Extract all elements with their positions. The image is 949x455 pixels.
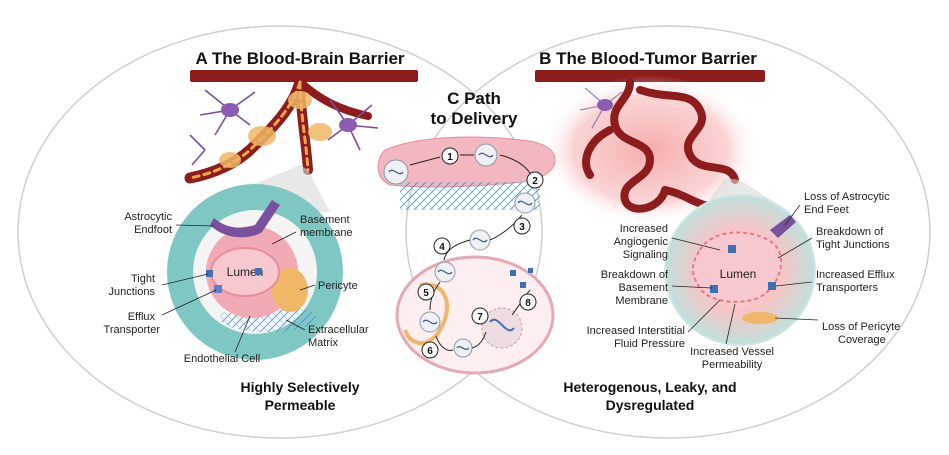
label-breakdown-tj-2: Tight Junctions (816, 239, 890, 251)
label-efflux-2: Transporter (104, 324, 161, 336)
label-ifp-1: Increased Interstitial (587, 325, 685, 337)
path-endothelium (377, 136, 556, 188)
leaders-b (671, 204, 819, 345)
label-bm-1: Breakdown of (601, 269, 669, 281)
vessel-bar-a (190, 70, 418, 82)
path-steps (417, 147, 544, 359)
label-efflux-1: Efflux (128, 311, 156, 323)
bbb-astrocytic-endfoot (210, 200, 280, 238)
label-tight-junctions-1: Tight (131, 273, 155, 285)
btb-lumen-label: Lumen (720, 267, 757, 281)
btb-efflux-2 (768, 282, 776, 290)
astrocytes-a (189, 89, 379, 166)
panel-b-title: B The Blood-Tumor Barrier (539, 49, 757, 68)
label-angio-2: Angiogenic (614, 236, 669, 248)
path-fragments (510, 268, 533, 288)
astrocyte-b (579, 87, 623, 129)
label-loss-astro-1: Loss of Astrocytic (804, 191, 890, 203)
astrocyte-cells-a (221, 103, 357, 132)
bbb-lumen-label: Lumen (227, 265, 264, 279)
bbb-tight-junction (206, 270, 213, 277)
step-7: 7 (477, 312, 483, 323)
label-pericyte-b-2: Coverage (838, 334, 886, 346)
label-perm-1: Increased Vessel (690, 346, 774, 358)
btb-efflux-1 (728, 245, 736, 253)
label-ecm-1: Extracellular (308, 324, 369, 336)
panel-a-summary-2: Permeable (265, 397, 336, 413)
label-pericyte: Pericyte (318, 280, 358, 292)
btb-astrocyte-fragment (770, 215, 796, 238)
tortuous-vessels-b (582, 78, 739, 213)
btb-lumen-area (692, 231, 782, 303)
bbb-efflux-transporter (214, 285, 222, 293)
path-dna (489, 318, 515, 332)
label-pericyte-b-1: Loss of Pericyte (822, 321, 900, 333)
label-angio-3: Signaling (623, 249, 668, 261)
step-8: 8 (525, 298, 531, 309)
btb-efflux-3 (710, 285, 718, 293)
step-6: 6 (427, 346, 433, 357)
panel-a-title: A The Blood-Brain Barrier (195, 49, 404, 68)
label-angio-1: Increased (620, 223, 668, 235)
path-particle-dna (388, 152, 533, 351)
label-bm-2: Basement (618, 282, 668, 294)
label-astrocytic-endfoot-1: Astrocytic (124, 211, 172, 223)
label-efflux-b-1: Increased Efflux (816, 269, 895, 281)
step-4: 4 (439, 242, 445, 253)
bbb-pericyte (272, 268, 308, 312)
label-breakdown-tj-1: Breakdown of (816, 226, 884, 238)
label-astrocytic-endfoot-2: Endfoot (134, 224, 172, 236)
label-basement-2: membrane (300, 227, 353, 239)
label-bm-3: Membrane (615, 295, 668, 307)
bbb-tight-junction-2 (255, 268, 262, 275)
label-basement-1: Basement (300, 214, 350, 226)
label-loss-astro-2: End Feet (804, 204, 849, 216)
btb-pericyte-fragment (742, 312, 778, 324)
label-efflux-b-2: Transporters (816, 282, 878, 294)
step-5: 5 (423, 288, 429, 299)
panel-a-ellipse (17, 25, 543, 439)
label-ifp-2: Fluid Pressure (614, 338, 685, 350)
astrocyte-cell-b (597, 99, 613, 111)
panel-b-ellipse (405, 25, 931, 439)
leaders-a (161, 224, 316, 353)
step-2: 2 (532, 176, 538, 187)
panel-b-summary-1: Heterogenous, Leaky, and (563, 379, 736, 395)
panel-b-summary-2: Dysregulated (606, 397, 695, 413)
panel-c-title-1: C Path (447, 89, 501, 108)
step-1: 1 (447, 152, 453, 163)
label-ecm-2: Matrix (308, 337, 338, 349)
panel-c-title-2: to Delivery (431, 109, 518, 128)
panel-a-summary-1: Highly Selectively (240, 379, 359, 395)
label-endothelial-cell: Endothelial Cell (184, 353, 260, 365)
path-nucleus (481, 307, 523, 349)
step-3: 3 (519, 222, 525, 233)
label-perm-2: Permeability (702, 359, 763, 371)
pericytes-a (219, 91, 332, 168)
label-tight-junctions-2: Junctions (109, 286, 156, 298)
